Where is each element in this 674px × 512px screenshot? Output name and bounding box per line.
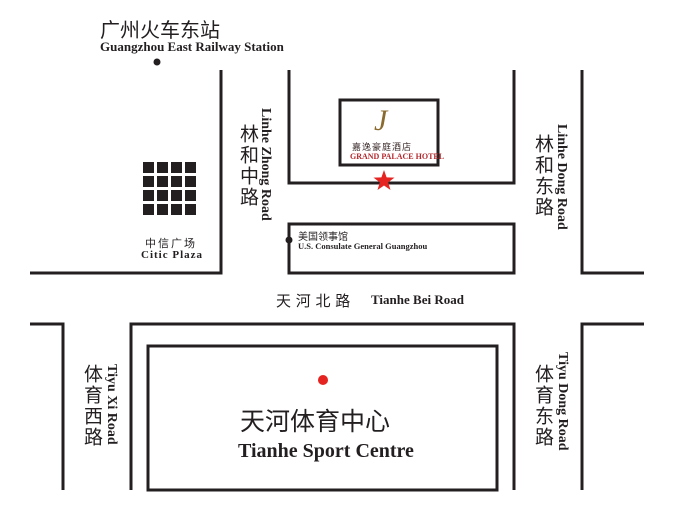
sport-centre-en: Tianhe Sport Centre — [238, 440, 414, 462]
linhe-dong-road-en: Linhe Dong Road — [554, 124, 569, 230]
linhe-dong-road-cn: 林和东路 — [532, 134, 554, 218]
building-block — [157, 190, 168, 201]
hotel-block-edge — [287, 70, 516, 185]
sport-centre-cn: 天河体育中心 — [240, 407, 391, 436]
citic-plaza-en: Citic Plaza — [141, 249, 204, 261]
building-block — [185, 204, 196, 215]
southeast-block-edge — [580, 322, 644, 490]
tianhe-bei-road-en: Tianhe Bei Road — [371, 292, 464, 307]
railway-station-dot — [153, 58, 161, 66]
building-block — [185, 176, 196, 187]
building-block — [143, 204, 154, 215]
tiyu-xi-road-cn: 体育西路 — [81, 364, 103, 448]
railway-station-en: Guangzhou East Railway Station — [100, 39, 284, 54]
hotel-name-cn: 嘉逸豪庭酒店 — [352, 143, 413, 153]
tianhe-bei-road-cn: 天 河 北 路 — [276, 292, 351, 310]
hotel-star-marker — [373, 170, 395, 190]
building-block — [143, 162, 154, 173]
east-block-edge — [580, 70, 644, 275]
consulate-en: U.S. Consulate General Guangzhou — [298, 241, 428, 251]
tiyu-dong-road-en: Tiyu Dong Road — [555, 352, 570, 451]
building-block — [157, 204, 168, 215]
hotel-logo: J — [374, 104, 388, 137]
consulate-block — [287, 222, 516, 275]
hotel-box — [338, 98, 440, 167]
tiyu-xi-road-en: Tiyu Xi Road — [104, 364, 119, 445]
tiyu-dong-road-cn: 体育东路 — [532, 364, 554, 448]
linhe-zhong-road-en: Linhe Zhong Road — [258, 108, 273, 221]
consulate-cn: 美国领事馆 — [298, 232, 348, 243]
linhe-zhong-road-cn: 林和中路 — [237, 124, 259, 208]
building-block — [185, 190, 196, 201]
building-block — [143, 190, 154, 201]
building-block — [171, 162, 182, 173]
building-block — [185, 162, 196, 173]
sport-centre-marker — [318, 375, 328, 385]
hotel-name-en: GRAND PALACE HOTEL — [350, 152, 445, 161]
citic-plaza-cn: 中信广场 — [145, 237, 197, 250]
building-block — [143, 176, 154, 187]
citic-plaza-icon — [143, 162, 196, 215]
consulate-dot — [285, 236, 293, 244]
sport-centre-area — [146, 344, 499, 492]
building-block — [171, 190, 182, 201]
building-block — [171, 204, 182, 215]
southwest-block-edge — [30, 322, 65, 490]
sport-centre-block-edge — [129, 322, 516, 490]
building-block — [157, 162, 168, 173]
building-block — [171, 176, 182, 187]
railway-station-cn: 广州火车东站 — [100, 18, 220, 42]
citic-block-edge — [30, 70, 223, 275]
building-block — [157, 176, 168, 187]
